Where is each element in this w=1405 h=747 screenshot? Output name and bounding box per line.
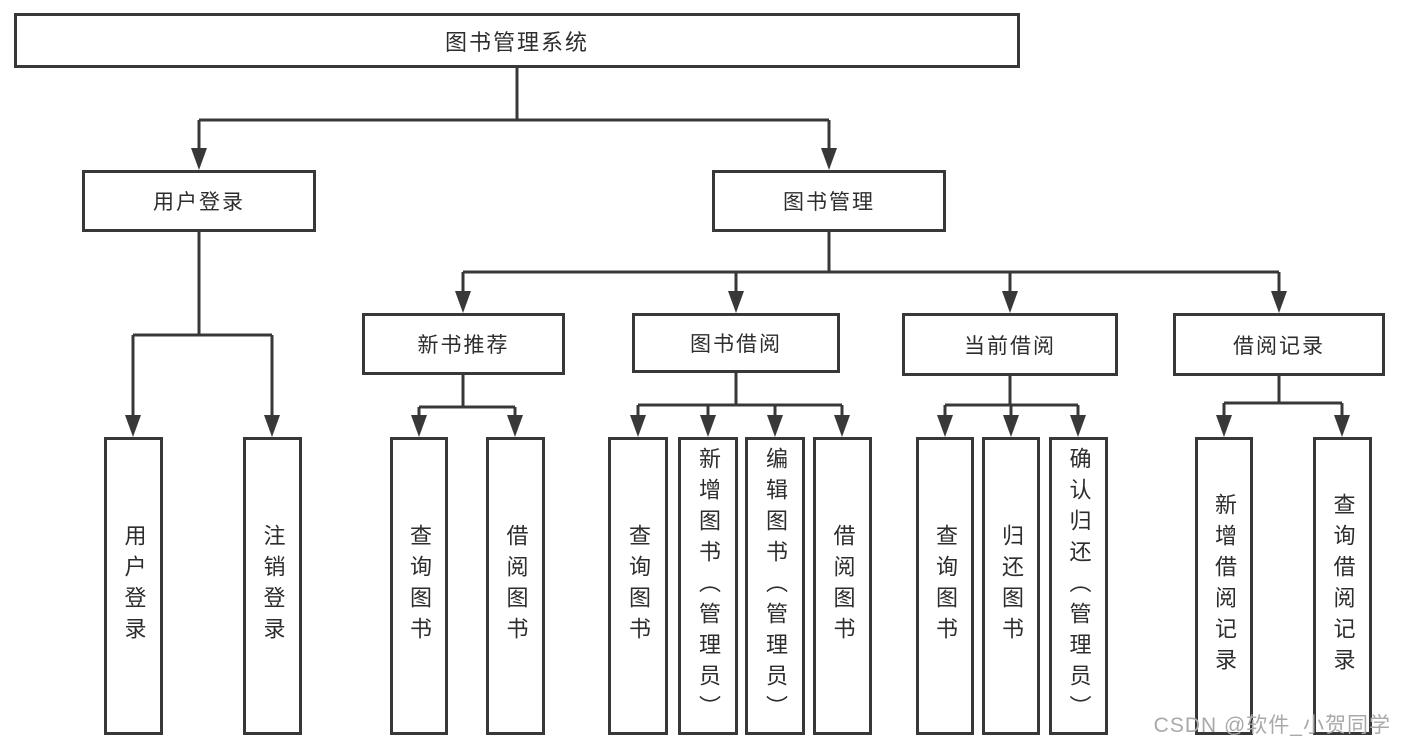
- node-leaf-add-books-admin: 新增图书（管理员）: [678, 437, 738, 735]
- connector-root-to-level2: [191, 68, 837, 170]
- connector-new-book-rec-to-children: [411, 375, 523, 437]
- node-new-book-recommend: 新书推荐: [362, 313, 565, 375]
- node-borrow-records: 借阅记录: [1173, 313, 1385, 376]
- connector-user-login-to-children: [125, 232, 280, 437]
- node-leaf-logout: 注销登录: [243, 437, 302, 735]
- node-leaf-borrow-books-recommend: 借阅图书: [486, 437, 545, 735]
- node-current-borrow: 当前借阅: [902, 313, 1118, 376]
- connector-current-borrow-to-children: [937, 376, 1086, 437]
- connector-borrow-records-to-children: [1216, 376, 1350, 437]
- node-leaf-borrow-books: 借阅图书: [813, 437, 872, 735]
- node-leaf-query-borrow-record: 查询借阅记录: [1313, 437, 1372, 735]
- connector-book-mgmt-to-level3: [455, 232, 1287, 313]
- node-leaf-return-books: 归还图书: [982, 437, 1040, 735]
- node-book-management: 图书管理: [712, 170, 946, 232]
- node-book-borrow: 图书借阅: [632, 313, 840, 373]
- node-library-management-system: 图书管理系统: [14, 13, 1020, 68]
- node-leaf-edit-books-admin: 编辑图书（管理员）: [745, 437, 805, 735]
- node-leaf-query-books-borrow: 查询图书: [608, 437, 668, 735]
- node-leaf-query-books-recommend: 查询图书: [390, 437, 448, 735]
- node-leaf-add-borrow-record: 新增借阅记录: [1195, 437, 1253, 735]
- node-leaf-query-books-current: 查询图书: [916, 437, 974, 735]
- node-user-login: 用户登录: [82, 170, 316, 232]
- csdn-watermark: CSDN @软件_小贺同学: [1153, 714, 1391, 737]
- node-leaf-user-login: 用户登录: [104, 437, 163, 735]
- connector-book-borrow-to-children: [630, 373, 850, 437]
- node-leaf-confirm-return-admin: 确认归还（管理员）: [1049, 437, 1108, 735]
